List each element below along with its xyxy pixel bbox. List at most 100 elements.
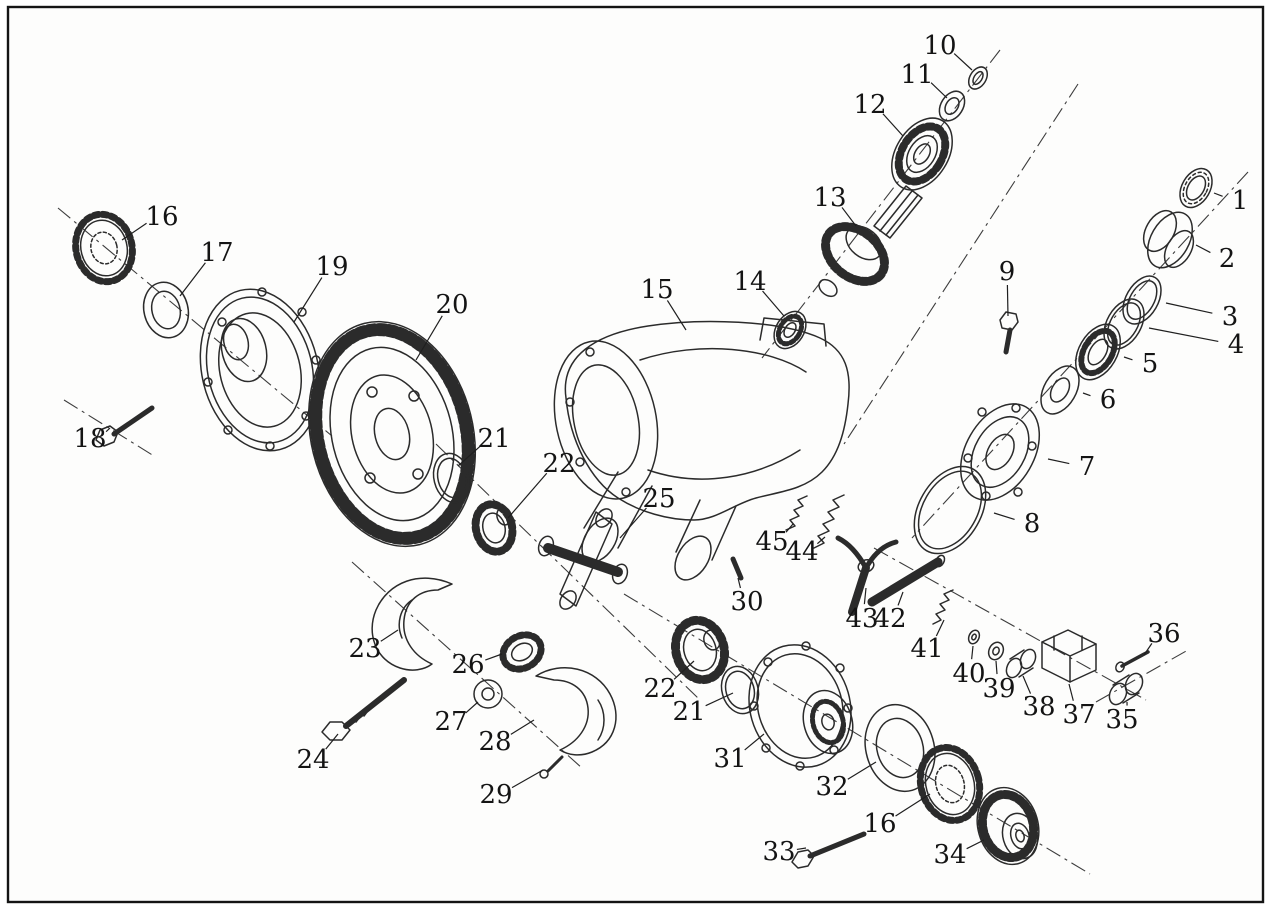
part-callout-6: 6 — [1100, 385, 1117, 415]
callout-leader-19 — [293, 277, 323, 323]
callout-leader-20 — [415, 315, 443, 361]
part-5-bearing — [1074, 323, 1122, 381]
centerline-axes — [57, 49, 1249, 875]
part-callout-33: 33 — [762, 837, 795, 867]
part-6-washer — [1040, 365, 1080, 415]
part-callout-1: 1 — [1232, 186, 1249, 216]
callout-leader-44 — [816, 536, 826, 545]
callout-leader-2 — [1195, 244, 1211, 254]
callout-leader-4 — [1148, 327, 1219, 343]
part-11-ring — [938, 90, 966, 122]
part-callout-27: 27 — [434, 707, 467, 737]
part-3-seal-ring — [1122, 275, 1162, 325]
part-13-drive-pinion — [818, 185, 923, 298]
part-callout-37: 37 — [1062, 700, 1095, 730]
part-callout-38: 38 — [1022, 692, 1055, 722]
callout-leader-30 — [737, 577, 742, 589]
part-29-screw — [539, 755, 564, 779]
part-callout-41: 41 — [910, 634, 943, 664]
part-43-shift-fork — [835, 535, 899, 616]
callout-leader-11 — [930, 82, 948, 99]
part-callout-21: 21 — [477, 424, 510, 454]
part-30-pin — [730, 556, 744, 581]
callout-leader-6 — [1082, 392, 1091, 397]
part-callout-5: 5 — [1142, 349, 1159, 379]
part-28-bearing-cap — [535, 667, 617, 756]
part-2-flange-nut — [1142, 209, 1195, 269]
callout-leader-36 — [1143, 643, 1153, 656]
part-19-case-half — [199, 287, 321, 452]
part-callout-8: 8 — [1024, 509, 1041, 539]
part-callout-34: 34 — [933, 840, 966, 870]
part-callout-35: 35 — [1105, 705, 1138, 735]
callout-leader-42 — [897, 591, 904, 606]
part-17-ring — [142, 281, 190, 339]
part-9-bolt — [999, 311, 1019, 355]
part-callout-25: 25 — [642, 484, 675, 514]
callout-leader-10 — [953, 53, 973, 71]
callout-leader-29 — [511, 769, 544, 789]
part-callout-17: 17 — [200, 238, 233, 268]
part-callout-42: 42 — [873, 604, 906, 634]
part-8-gasket-ring — [913, 465, 987, 555]
callout-leader-1 — [1213, 192, 1223, 197]
part-12-bearing — [891, 117, 953, 191]
callout-leader-8 — [993, 512, 1015, 521]
callout-leader-3 — [1165, 302, 1213, 314]
part-callout-32: 32 — [815, 772, 848, 802]
part-callout-15: 15 — [640, 275, 673, 305]
callout-leader-17 — [179, 262, 206, 297]
part-21-thrust-washer-right — [720, 665, 760, 715]
callout-leader-18 — [105, 427, 111, 433]
part-44-spring — [813, 494, 845, 549]
part-callout-43: 43 — [845, 604, 878, 634]
callout-leader-21 — [457, 446, 481, 467]
callout-leader-27 — [465, 701, 479, 714]
part-31-case-half-right — [748, 641, 854, 771]
part-39-washer — [987, 641, 1005, 661]
callout-leader-28 — [510, 719, 535, 735]
part-callout-11: 11 — [900, 60, 933, 90]
callout-leader-9 — [1006, 284, 1009, 317]
part-27-washer — [473, 679, 503, 709]
part-callout-14: 14 — [733, 267, 766, 297]
part-32-clutch-ring — [864, 703, 936, 793]
part-42-shift-shaft — [867, 554, 946, 607]
callout-leader-16 — [121, 222, 147, 241]
callout-leader-16 — [895, 793, 931, 817]
part-15-carrier-housing — [553, 317, 850, 581]
part-callout-30: 30 — [730, 587, 763, 617]
callout-leader-5 — [1123, 356, 1133, 361]
callout-leader-24 — [325, 733, 339, 750]
part-34-splined-drum — [976, 786, 1040, 866]
callout-leader-13 — [841, 207, 857, 227]
part-40-ring — [967, 629, 981, 645]
callout-leader-25 — [619, 507, 647, 539]
part-24-bolt — [321, 677, 407, 741]
part-callout-10: 10 — [923, 31, 956, 61]
part-callout-19: 19 — [315, 252, 348, 282]
part-45-spring — [785, 495, 808, 531]
part-16-lock-ring-left — [72, 210, 136, 286]
callout-leader-38 — [1022, 675, 1032, 694]
part-callout-16: 16 — [145, 202, 178, 232]
part-callout-45: 45 — [755, 527, 788, 557]
callout-leader-26 — [485, 653, 503, 661]
callout-leader-37 — [1068, 683, 1074, 701]
callout-leader-33 — [796, 847, 807, 851]
part-23-bearing-cap — [371, 577, 453, 671]
part-38-sleeve — [1005, 648, 1037, 679]
callout-leader-12 — [882, 113, 904, 137]
callout-leader-22 — [673, 660, 695, 680]
part-callout-16: 16 — [863, 809, 896, 839]
part-callout-13: 13 — [813, 183, 846, 213]
part-callout-31: 31 — [713, 744, 746, 774]
part-22-side-gear-right — [670, 615, 730, 685]
part-callout-24: 24 — [296, 745, 329, 775]
part-16-lock-ring-right — [916, 744, 984, 824]
part-callout-7: 7 — [1079, 452, 1096, 482]
part-41-spring — [932, 589, 954, 625]
part-callout-9: 9 — [999, 257, 1016, 287]
